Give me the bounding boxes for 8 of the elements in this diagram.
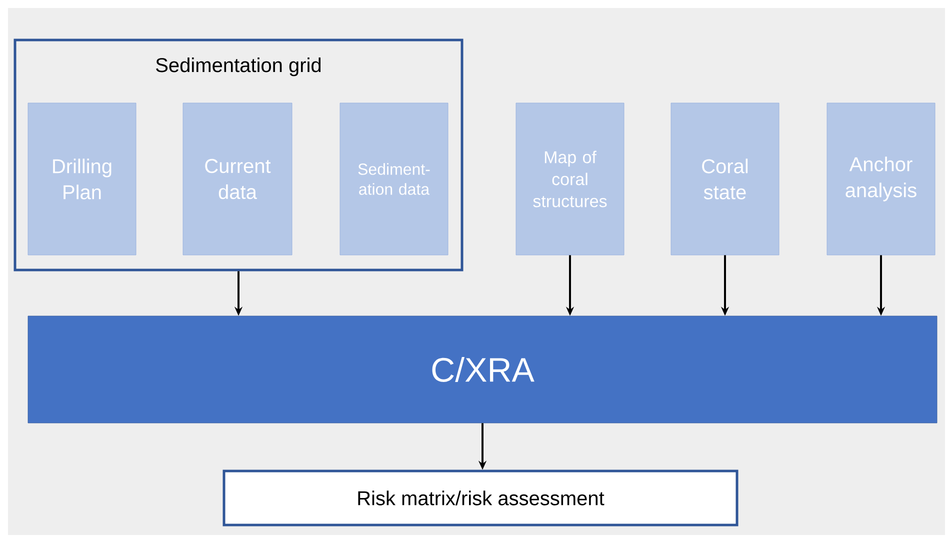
input-box: Current data — [182, 102, 292, 256]
process-bar: C/XRA — [28, 316, 938, 424]
input-box: Drilling Plan — [28, 102, 136, 256]
input-box: Coral state — [670, 102, 780, 256]
output-box: Risk matrix/risk assessment — [222, 470, 738, 526]
input-box: Sediment-ation data — [340, 102, 448, 256]
input-box: Anchor analysis — [826, 102, 936, 256]
input-box: Map of coral structures — [516, 102, 624, 256]
